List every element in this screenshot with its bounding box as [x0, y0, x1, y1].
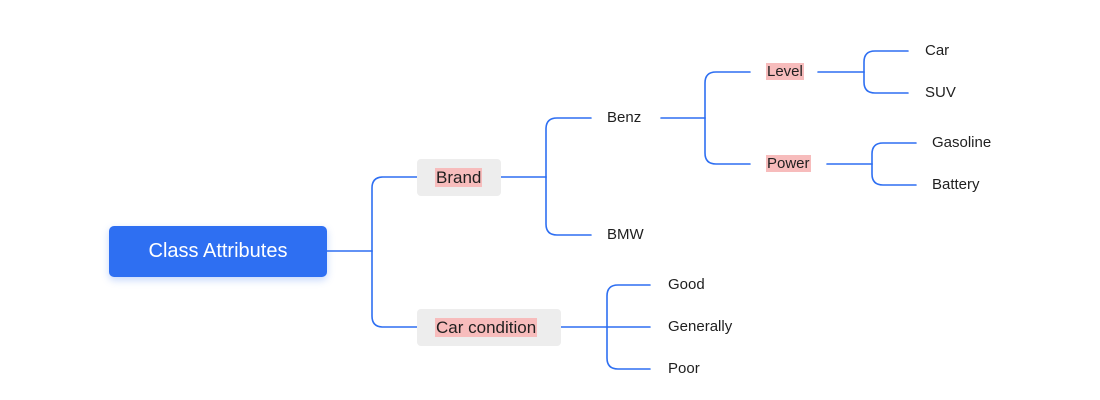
root-node[interactable]: Class Attributes — [109, 226, 327, 277]
node-generally[interactable]: Generally — [668, 318, 733, 335]
link-benz-power — [704, 117, 751, 165]
link-brand-bmw — [545, 176, 592, 236]
node-power[interactable]: Power — [766, 154, 811, 174]
node-bmw[interactable]: BMW — [607, 226, 644, 243]
link-root-brand — [371, 176, 418, 252]
link-condition-good — [606, 284, 651, 328]
link-level-suv — [863, 71, 909, 94]
node-benz[interactable]: Benz — [607, 109, 642, 126]
link-root-condition — [371, 250, 418, 328]
node-suv[interactable]: SUV — [925, 84, 956, 101]
link-power-battery — [871, 163, 917, 186]
node-good[interactable]: Good — [668, 276, 705, 293]
link-condition-poor — [606, 326, 651, 370]
node-car[interactable]: Car — [925, 42, 950, 59]
node-battery[interactable]: Battery — [932, 176, 980, 193]
node-level[interactable]: Level — [766, 62, 804, 82]
node-car-condition-label: Car condition — [435, 318, 538, 337]
link-level-car — [863, 50, 909, 73]
node-car-condition[interactable]: Car condition — [417, 309, 561, 346]
link-power-gasoline — [871, 142, 917, 165]
node-gasoline[interactable]: Gasoline — [932, 134, 992, 151]
node-power-label: Power — [766, 155, 811, 172]
node-brand[interactable]: Brand — [417, 159, 501, 196]
node-brand-label: Brand — [435, 168, 483, 187]
node-level-label: Level — [766, 63, 804, 80]
link-brand-benz — [545, 117, 592, 178]
node-poor[interactable]: Poor — [668, 360, 700, 377]
link-benz-level — [704, 71, 751, 119]
